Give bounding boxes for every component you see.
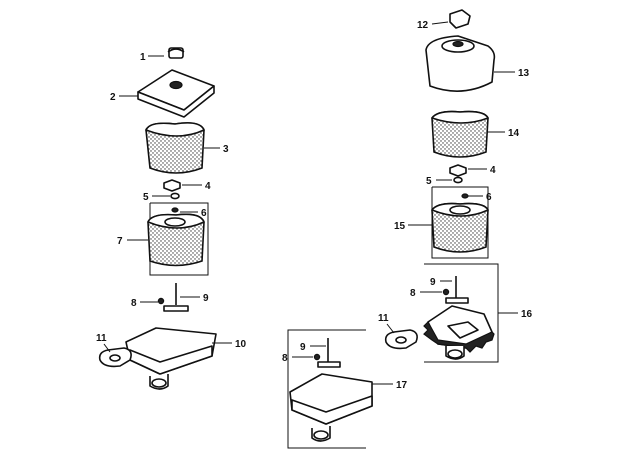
gasket-part: [98, 347, 132, 368]
callout-11-heavy-duty: 11: [378, 313, 389, 324]
callout-12: 12: [417, 20, 429, 31]
callout-10: 10: [235, 339, 247, 350]
pre-cleaner-part: [145, 122, 205, 174]
callout-6: 6: [201, 208, 207, 219]
callout-4: 4: [205, 181, 211, 192]
callout-4-heavy-duty: 4: [490, 165, 496, 176]
nut-part-heavy-duty: [449, 164, 467, 177]
callout-8: 8: [131, 298, 137, 309]
screw-part: [157, 297, 165, 305]
callout-5: 5: [143, 192, 149, 203]
air-cleaner-base-part: [125, 327, 217, 390]
callout-2: 2: [110, 92, 116, 103]
air-filter-element-part: [147, 207, 205, 267]
screw-part-heavy-duty: [442, 288, 450, 296]
heavy-duty-base-part: [423, 305, 495, 360]
callout-13: 13: [518, 68, 530, 79]
callout-11: 11: [96, 333, 107, 344]
air-cleaner-base-part-alternate: [289, 373, 373, 442]
callout-9: 9: [203, 293, 209, 304]
callout-17: 17: [396, 380, 408, 391]
air-cleaner-cover-part: [137, 69, 215, 118]
wing-nut-part: [167, 47, 185, 59]
bracket-15: [431, 186, 489, 259]
callout-1: 1: [140, 52, 146, 63]
stud-bracket-part: [163, 283, 189, 312]
callout-3: 3: [223, 144, 229, 155]
callout-16: 16: [521, 309, 533, 320]
knob-part: [449, 9, 471, 29]
stud-part-base: [317, 338, 341, 368]
air-filter-element-part-heavy-duty: [431, 193, 489, 253]
callout-8-heavy-duty: 8: [410, 288, 416, 299]
callout-6-heavy-duty: 6: [486, 192, 492, 203]
pre-cleaner-part-heavy-duty: [431, 110, 489, 158]
gasket-part-heavy-duty: [384, 329, 418, 350]
leader-lines: [103, 21, 518, 385]
heavy-duty-cover-part: [425, 35, 496, 92]
callout-9-heavy-duty: 9: [430, 277, 436, 288]
callout-15: 15: [394, 221, 406, 232]
callout-7: 7: [117, 236, 123, 247]
stud-part-heavy-duty: [445, 276, 469, 304]
callout-5-heavy-duty: 5: [426, 176, 432, 187]
callout-9-base: 9: [300, 342, 306, 353]
callout-labels: 1 2 3 4 5 6 7 8 9 10 11 12 13 14 4 5 6 1…: [96, 20, 533, 391]
washer-part: [170, 192, 180, 200]
washer-part-heavy-duty: [453, 176, 463, 184]
nut-part: [163, 179, 181, 192]
screw-part-base: [313, 353, 321, 361]
callout-14: 14: [508, 128, 520, 139]
bracket-17: [287, 329, 366, 449]
callout-8-base: 8: [282, 353, 288, 364]
